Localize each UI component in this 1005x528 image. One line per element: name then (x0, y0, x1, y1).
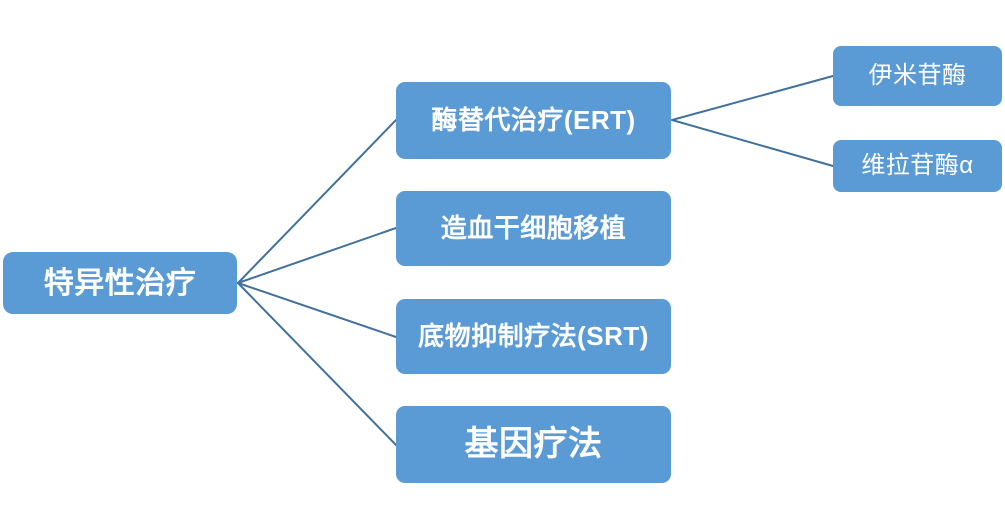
node-root-label: 特异性治疗 (43, 266, 197, 300)
connector-root-to-hsct (237, 227, 397, 284)
node-root-specific-therapy[interactable]: 特异性治疗 (3, 252, 237, 314)
connector-root-to-gene (237, 282, 397, 446)
connector-ert-to-imiglucerase (671, 75, 834, 121)
connector-ert-to-velaglucerase (671, 119, 834, 167)
node-hematopoietic-stem-cell-transplant[interactable]: 造血干细胞移植 (396, 191, 671, 266)
node-imiglucerase[interactable]: 伊米苷酶 (833, 46, 1002, 106)
node-velaglucerase-alfa[interactable]: 维拉苷酶α (833, 140, 1002, 192)
node-substrate-reduction-therapy[interactable]: 底物抑制疗法(SRT) (396, 299, 671, 374)
node-gene-therapy-label: 基因疗法 (464, 424, 603, 463)
node-enzyme-replacement-therapy[interactable]: 酶替代治疗(ERT) (396, 82, 671, 159)
node-velaglucerase-alfa-label: 维拉苷酶α (861, 151, 974, 179)
node-ert-label: 酶替代治疗(ERT) (431, 105, 636, 136)
node-hsct-label: 造血干细胞移植 (440, 213, 627, 244)
node-srt-label: 底物抑制疗法(SRT) (418, 321, 649, 352)
connector-root-to-ert (237, 119, 397, 284)
connector-root-to-srt (237, 282, 397, 338)
node-gene-therapy[interactable]: 基因疗法 (396, 406, 671, 483)
node-imiglucerase-label: 伊米苷酶 (868, 61, 967, 89)
